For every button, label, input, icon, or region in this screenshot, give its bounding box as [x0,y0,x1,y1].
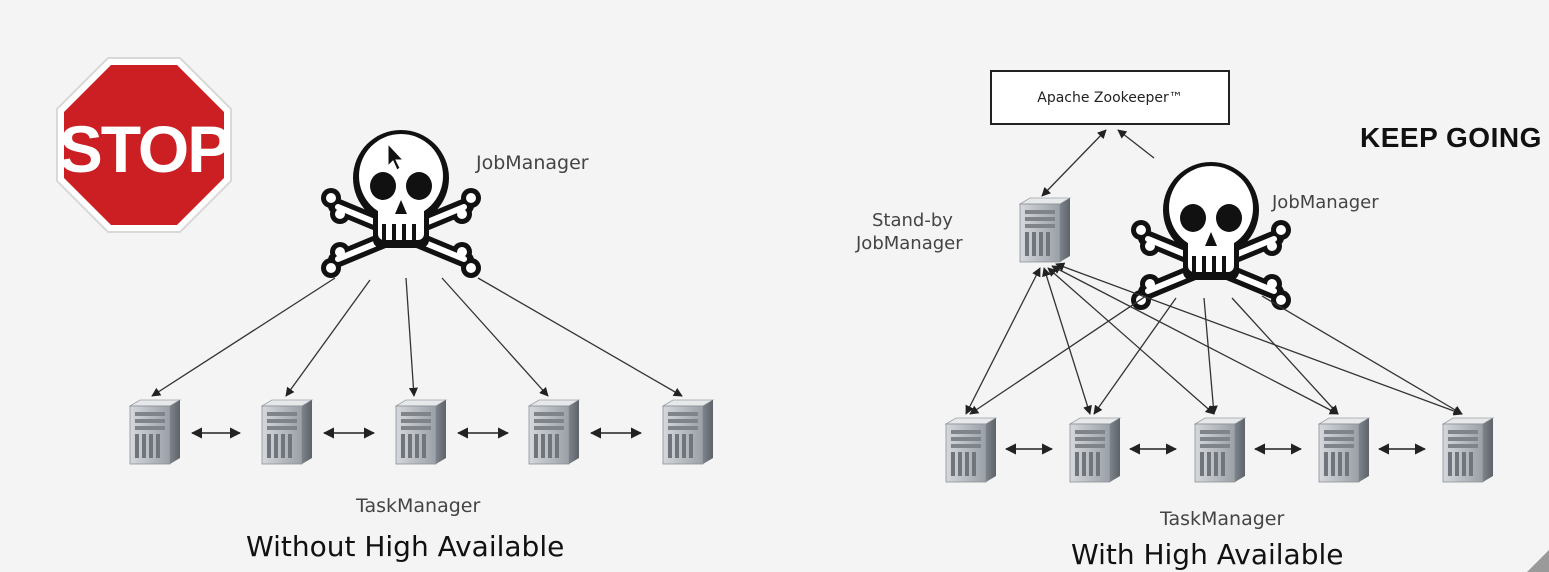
jobmanager-skull-icon [1131,162,1291,310]
standby-jobmanager-server-icon [1019,197,1071,263]
taskmanager-server-icon [1318,417,1370,483]
link-jm-tm4 [1231,297,1339,415]
link-standby-tm1 [965,267,1041,415]
zookeeper-box: Apache Zookeeper™ [990,70,1230,125]
link-standby-tm3 [1047,267,1215,415]
mouse-cursor-icon [387,142,405,171]
taskmanager-server-icon [1069,417,1121,483]
taskmanager-server-icon [945,417,997,483]
standby-label-line2: JobManager [856,233,963,254]
link-jm-tm2 [1093,297,1177,415]
taskmanager-label-right: TaskManager [1160,508,1285,530]
link-jobmanager-zookeeper [1117,129,1155,159]
keep-going-title: KEEP GOING [1360,122,1542,153]
taskmanager-server-icon [395,399,447,465]
taskmanager-server-icon [1442,417,1494,483]
link-jm-tm4 [441,277,549,397]
stop-sign-icon: STOP [56,57,232,233]
link-jm-tm2 [285,279,371,397]
taskmanager-server-icon [129,399,181,465]
taskmanager-server-icon [662,399,714,465]
jobmanager-task-links [151,277,683,397]
link-standby-tm5 [1055,262,1463,416]
taskmanager-server-icon [261,399,313,465]
caption-without-ha: Without High Available [246,530,565,563]
link-jm-tm5 [477,277,683,397]
jobmanager-task-links-right [969,295,1463,415]
caption-with-ha: With High Available [1071,538,1344,571]
link-jm-tm3 [1203,297,1218,415]
zookeeper-links [1041,129,1155,197]
link-standby-tm4 [1051,265,1339,415]
taskmanager-server-icon [528,399,580,465]
standby-label-line1: Stand-by [872,210,953,231]
link-jm-tm1 [969,295,1147,415]
jobmanager-label-right: JobManager [1272,192,1379,213]
stop-sign-text: STOP [59,112,230,186]
jobmanager-skull-icon [321,130,481,278]
link-jm-tm5 [1261,295,1463,415]
link-standby-zookeeper [1041,129,1107,197]
zookeeper-label: Apache Zookeeper™ [1037,89,1183,106]
link-standby-tm2 [1042,267,1092,415]
taskmanager-server-icon [1194,417,1246,483]
taskmanager-label: TaskManager [356,495,481,517]
jobmanager-label: JobManager [476,152,589,174]
link-jm-tm3 [405,277,418,397]
link-jm-tm1 [151,277,336,397]
corner-shade [1527,550,1549,572]
standby-task-links [965,262,1463,416]
